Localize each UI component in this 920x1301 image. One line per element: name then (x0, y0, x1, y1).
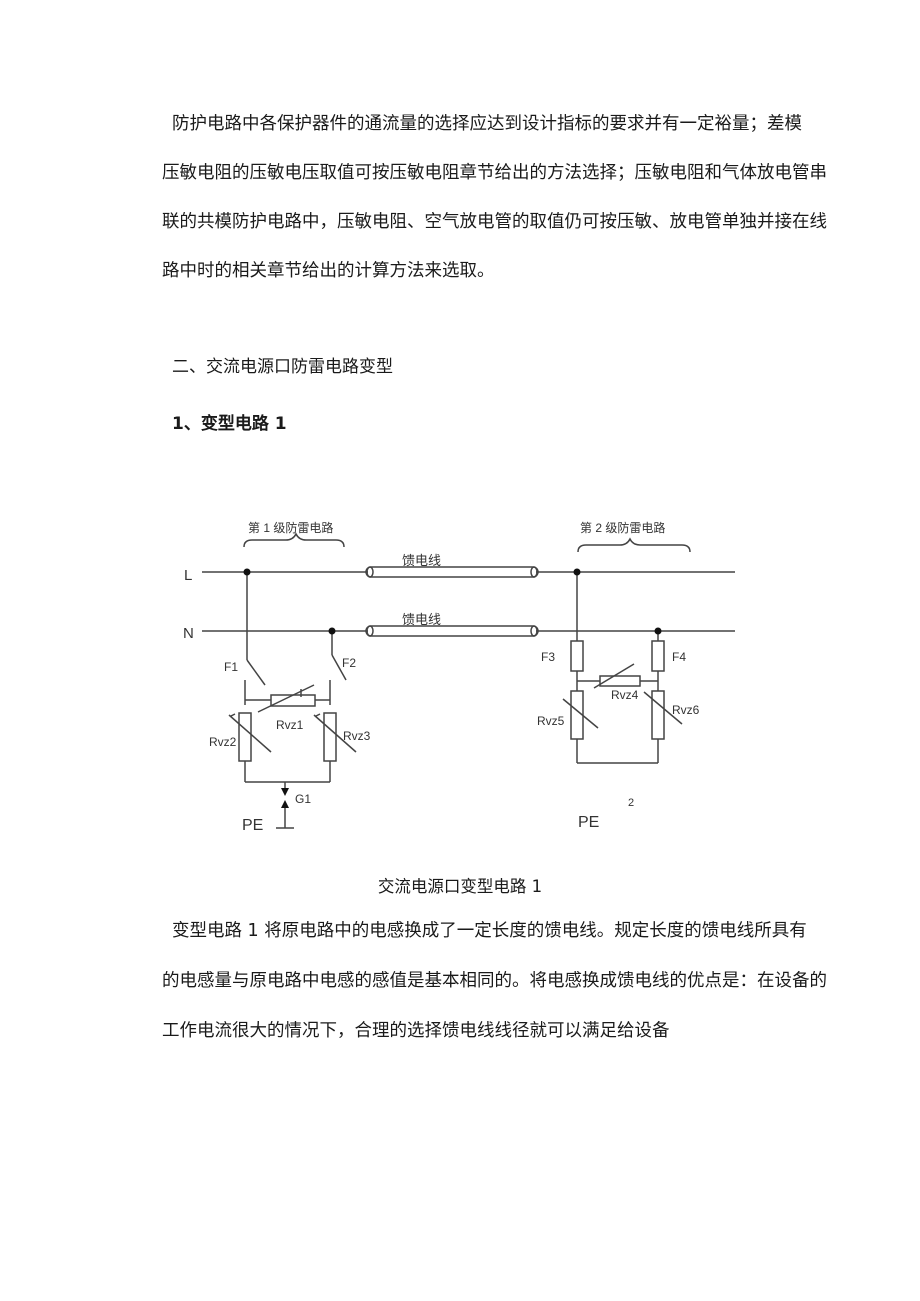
junction-N-stage2 (654, 627, 662, 635)
stray-mark: 2 (628, 797, 634, 809)
varistor-Rvz4 (599, 675, 641, 687)
switch-F1 (246, 659, 266, 686)
junction-N-stage1 (328, 627, 336, 635)
feeder-cable-L (365, 566, 539, 578)
feeder-label-N: 馈电线 (402, 612, 441, 627)
label-F2: F2 (342, 656, 356, 670)
label-Rvz2: Rvz2 (209, 735, 237, 749)
feeder-cable-N (365, 625, 539, 637)
discharge-tube-G1-top (281, 788, 289, 796)
label-PE-left: PE (242, 817, 263, 834)
stage2-label: 第 2 级防雷电路 (580, 520, 665, 535)
junction-L-stage2 (573, 568, 581, 576)
varistor-Rvz1 (270, 694, 316, 707)
section-heading: 二、交流电源口防雷电路变型 (172, 357, 393, 377)
circuit-diagram: 第 1 级防雷电路 第 2 级防雷电路 馈电线 馈电线 L N F1 F2 F3… (183, 520, 735, 834)
label-Rvz6: Rvz6 (672, 703, 700, 717)
varistor-Rvz3 (323, 712, 337, 762)
label-Rvz4: Rvz4 (611, 688, 639, 702)
paragraph-2-line-2: 的电感量与原电路中电感的感值是基本相同的。将电感换成馈电线的优点是：在设备的 (162, 971, 827, 991)
paragraph-1-line-2: 压敏电阻的压敏电压取值可按压敏电阻章节给出的方法选择；压敏电阻和气体放电管串 (162, 163, 827, 183)
paragraph-1-line-1: 防护电路中各保护器件的通流量的选择应达到设计指标的要求并有一定裕量；差模 (172, 114, 802, 134)
feeder-label-L: 馈电线 (402, 553, 441, 568)
fuse-F4 (651, 640, 665, 672)
label-F1: F1 (224, 660, 238, 674)
varistor-Rvz2 (238, 712, 252, 762)
label-Rvz3: Rvz3 (343, 729, 371, 743)
paragraph-1-line-3: 联的共模防护电路中，压敏电阻、空气放电管的取值仍可按压敏、放电管单独并接在线 (162, 212, 827, 232)
stage1-label: 第 1 级防雷电路 (248, 520, 333, 535)
junction-L-stage1 (243, 568, 251, 576)
stage2-brace (577, 537, 691, 553)
subheading: 1、变型电路 1 (172, 414, 287, 434)
label-G1: G1 (295, 792, 311, 806)
label-L: L (184, 567, 192, 584)
label-Rvz1: Rvz1 (276, 718, 304, 732)
paragraph-2-line-1: 变型电路 1 将原电路中的电感换成了一定长度的馈电线。规定长度的馈电线所具有 (172, 921, 807, 941)
discharge-tube-G1-bottom (281, 800, 289, 808)
switch-F2 (331, 654, 347, 681)
paragraph-2-line-3: 工作电流很大的情况下，合理的选择馈电线线径就可以满足给设备 (162, 1021, 670, 1041)
label-F4: F4 (672, 650, 686, 664)
stage1-brace (243, 532, 345, 548)
label-N: N (183, 625, 194, 642)
fuse-F3 (570, 640, 584, 672)
label-F3: F3 (541, 650, 555, 664)
varistor-Rvz6 (651, 690, 665, 740)
figure-caption: 交流电源口变型电路 1 (377, 877, 543, 896)
label-Rvz5: Rvz5 (537, 714, 565, 728)
paragraph-1-line-4: 路中时的相关章节给出的计算方法来选取。 (162, 261, 495, 281)
label-PE-right: PE (578, 814, 599, 831)
